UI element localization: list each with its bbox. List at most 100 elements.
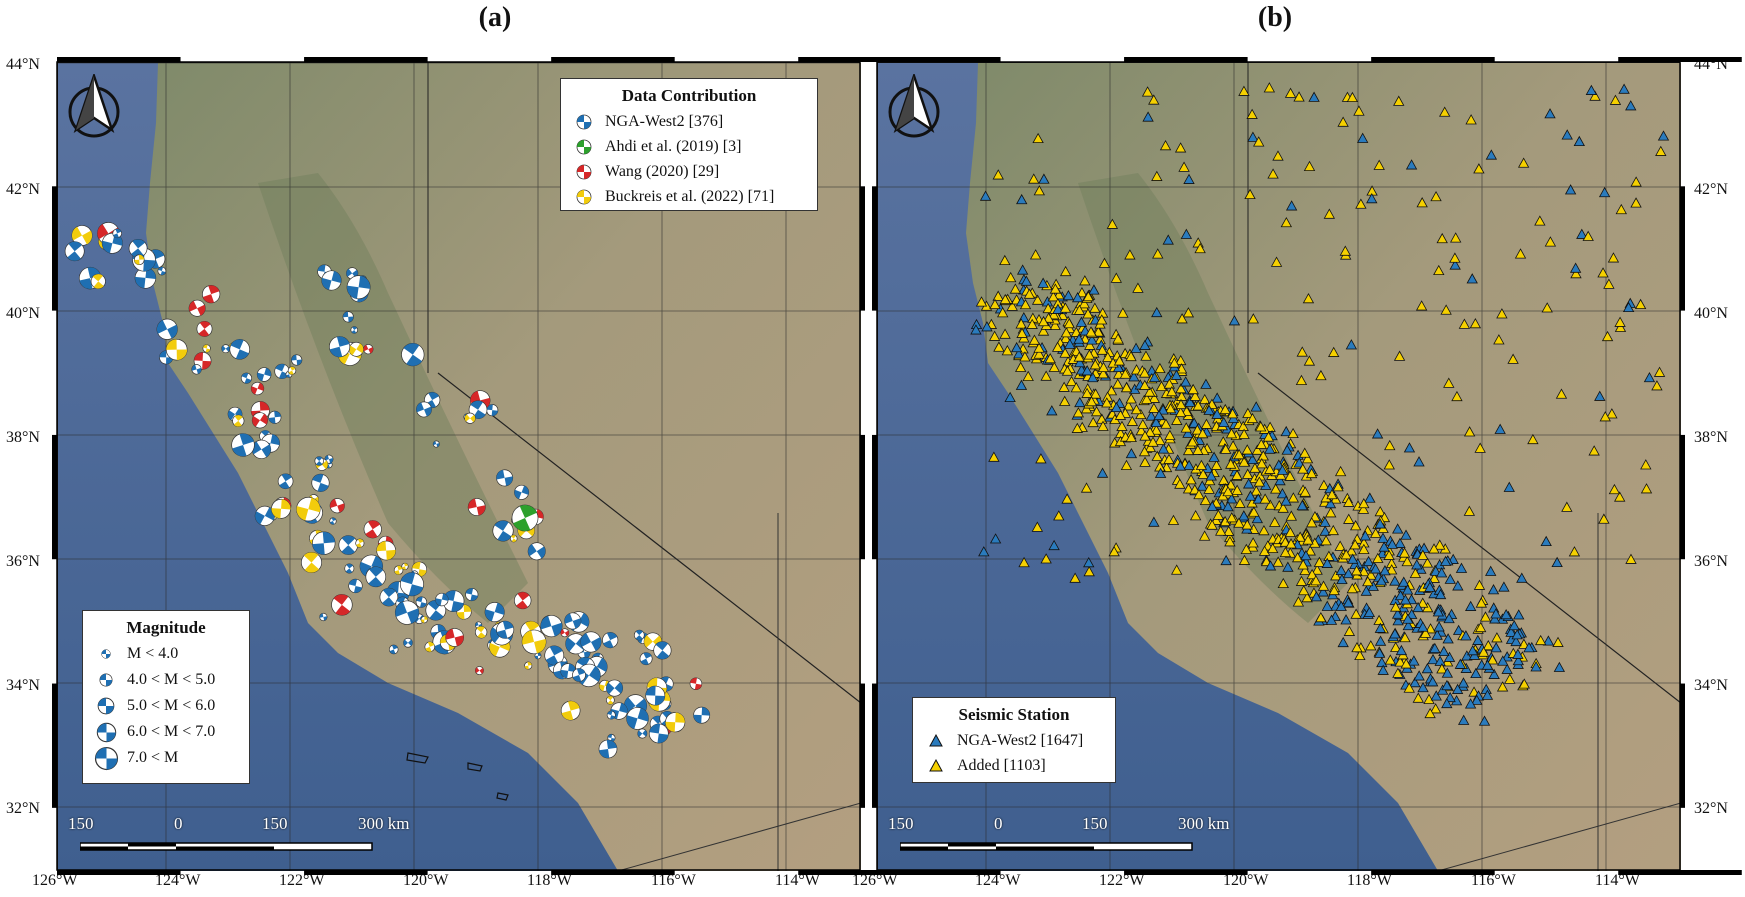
triangle-icon xyxy=(1112,378,1124,389)
triangle-icon xyxy=(1421,663,1434,674)
beachball-icon xyxy=(571,164,597,180)
beachball-icon xyxy=(571,114,597,130)
triangle-icon xyxy=(1513,609,1525,620)
triangle-icon xyxy=(1159,140,1172,151)
beachball-icon xyxy=(268,410,282,424)
triangle-icon xyxy=(1555,388,1568,399)
triangle-icon xyxy=(1155,380,1168,392)
triangle-icon xyxy=(1412,692,1424,703)
legend-label: NGA-West2 [1647] xyxy=(957,732,1084,749)
triangle-icon xyxy=(1183,173,1195,184)
triangle-icon xyxy=(1458,318,1471,329)
triangle-icon xyxy=(1585,84,1598,95)
lon-label: 114°W xyxy=(1595,872,1640,889)
triangle-icon xyxy=(1463,505,1476,516)
triangle-icon xyxy=(1561,129,1573,140)
data-contribution-legend: Data Contribution NGA-West2 [376] Ahdi e… xyxy=(560,78,818,211)
triangle-icon xyxy=(1398,576,1410,587)
triangle-icon xyxy=(1148,402,1160,413)
legend-title: Magnitude xyxy=(126,618,206,637)
beachball-icon xyxy=(311,473,330,492)
triangle-icon xyxy=(1470,667,1482,679)
triangle-icon xyxy=(1491,632,1503,643)
triangle-icon xyxy=(1059,265,1072,277)
triangle-icon xyxy=(1438,645,1450,657)
triangle-icon xyxy=(1117,307,1129,318)
triangle-icon xyxy=(1343,513,1355,524)
triangle-icon xyxy=(1247,313,1260,324)
triangle-icon xyxy=(1164,429,1176,441)
triangle-icon xyxy=(1634,298,1647,310)
triangle-icon xyxy=(1340,614,1352,625)
triangle-icon xyxy=(1069,572,1081,583)
beachball-icon xyxy=(93,746,119,771)
triangle-icon xyxy=(1308,91,1320,102)
triangle-icon xyxy=(1609,94,1622,105)
legend-label: Ahdi et al. (2019) [3] xyxy=(605,138,742,155)
triangle-icon xyxy=(1450,232,1462,243)
triangle-icon xyxy=(1120,459,1133,471)
triangle-icon xyxy=(1046,405,1058,416)
triangle-icon xyxy=(1296,346,1308,357)
triangle-icon xyxy=(1487,584,1500,595)
triangle-icon xyxy=(1640,459,1652,470)
beachball-icon xyxy=(256,367,272,382)
triangle-icon xyxy=(1272,150,1284,161)
triangle-icon xyxy=(1496,308,1508,319)
triangle-icon xyxy=(1389,628,1401,639)
triangle-icon xyxy=(1195,459,1208,470)
triangle-icon xyxy=(1303,355,1316,366)
panel-b-title: (b) xyxy=(1257,2,1293,33)
triangle-icon xyxy=(1490,642,1502,653)
triangle-icon xyxy=(1022,370,1034,381)
triangle-icon xyxy=(1364,492,1376,503)
beachball-icon xyxy=(403,637,413,648)
triangle-icon xyxy=(1053,510,1065,521)
triangle-icon xyxy=(1436,232,1448,244)
beachball-icon xyxy=(329,498,345,514)
legend-label: Wang (2020) [29] xyxy=(605,163,720,180)
triangle-icon xyxy=(1606,408,1618,419)
triangle-icon xyxy=(1154,362,1166,374)
triangle-icon xyxy=(1258,524,1270,536)
triangle-icon xyxy=(1282,561,1294,572)
beachball-icon xyxy=(606,679,624,697)
triangle-icon xyxy=(1343,625,1356,636)
beachball-icon xyxy=(156,318,178,340)
scale-label: 150 xyxy=(1082,814,1108,833)
beachball-icon xyxy=(484,602,505,623)
triangle-icon xyxy=(1573,135,1585,147)
triangle-icon xyxy=(1443,377,1455,388)
beachball-icon xyxy=(291,354,303,366)
legend-item: 6.0 < M < 7.0 xyxy=(93,719,239,745)
scale-label: 0 xyxy=(994,814,1003,833)
triangle-icon xyxy=(1244,188,1256,200)
triangle-icon xyxy=(992,290,1004,301)
triangle-icon xyxy=(1295,575,1308,586)
triangle-icon xyxy=(1535,634,1547,646)
legend-label: NGA-West2 [376] xyxy=(605,113,724,130)
triangle-icon xyxy=(1655,145,1667,156)
triangle-icon xyxy=(1267,168,1279,179)
triangle-icon xyxy=(1355,198,1367,209)
beachball-icon xyxy=(639,652,653,666)
triangle-icon xyxy=(1302,292,1315,304)
triangle-icon xyxy=(1569,262,1582,273)
triangle-icon xyxy=(1250,401,1262,412)
triangle-icon xyxy=(1061,493,1073,504)
triangle-icon xyxy=(1494,423,1506,434)
triangle-icon xyxy=(992,169,1004,180)
triangle-icon xyxy=(1040,553,1052,564)
triangle-icon xyxy=(1096,467,1109,478)
triangle-icon xyxy=(1594,390,1606,401)
beachball-icon xyxy=(598,739,618,759)
lat-label: 32°N xyxy=(6,800,40,817)
legend-label: Added [1103] xyxy=(957,757,1046,774)
lat-label: 40°N xyxy=(6,305,40,322)
triangle-icon xyxy=(1534,215,1546,226)
triangle-icon xyxy=(1189,510,1202,521)
scale-bar-graphic xyxy=(80,842,373,851)
triangle-icon xyxy=(1433,264,1445,276)
triangle-icon xyxy=(1285,200,1298,211)
triangle-icon xyxy=(1087,416,1099,428)
